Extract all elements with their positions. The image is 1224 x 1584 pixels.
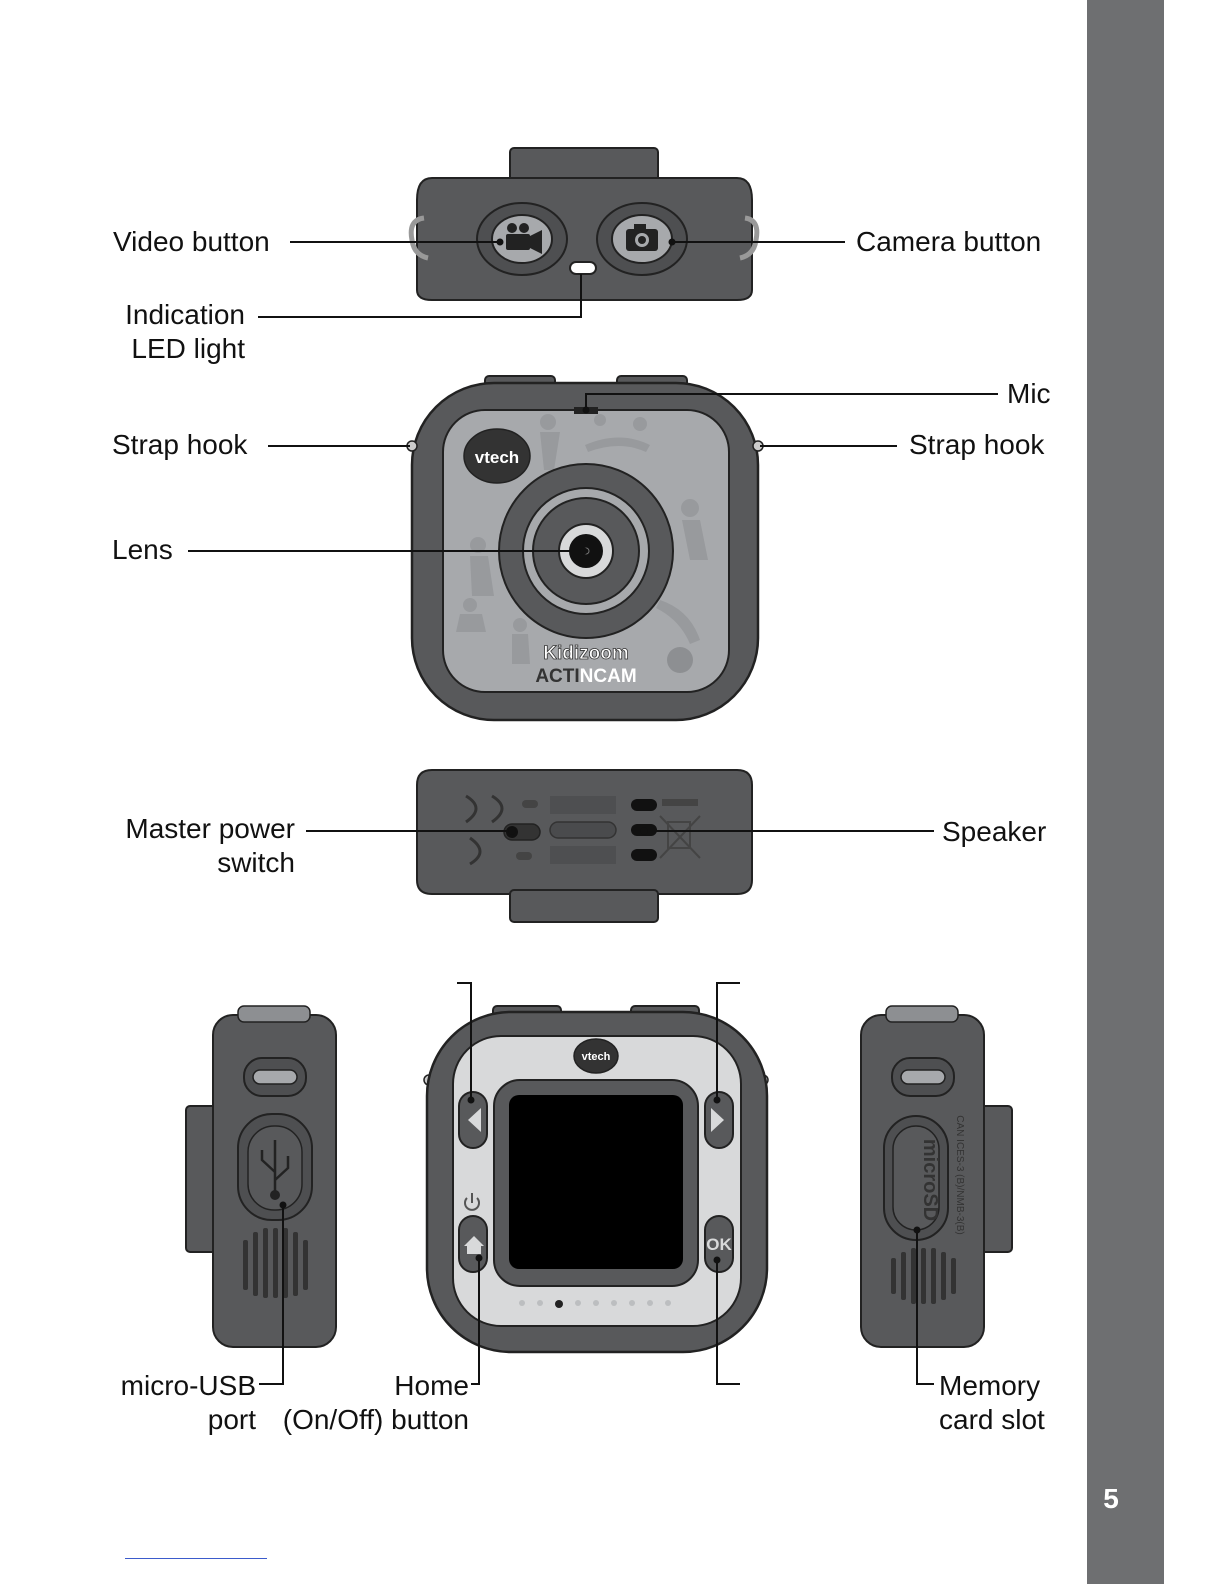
page-number: 5 [1087,1483,1135,1515]
page-sidebar-bar [1087,0,1164,1584]
microsd-label: microSD [919,1139,941,1221]
page-indicator-dots [519,1300,671,1306]
camera-right-side-view: microSD CAN ICES-3 (B)/NMB-3(B) [861,1006,1012,1347]
label-memory-2: card slot [939,1403,1045,1437]
vtech-logo-text: vtech [475,448,519,467]
label-home-1: Home [270,1369,469,1403]
label-video-button: Video button [113,225,270,259]
label-home-2: (On/Off) button [270,1403,469,1437]
camera-top-view [411,148,757,300]
label-speaker: Speaker [942,815,1046,849]
label-micro-usb-2: port [100,1403,256,1437]
ok-button-label: OK [706,1235,732,1254]
label-strap-hook-right: Strap hook [909,428,1044,462]
camera-left-side-view [186,1006,336,1347]
label-mic: Mic [1007,377,1051,411]
regulatory-marks [550,796,616,864]
label-micro-usb-1: micro-USB [100,1369,256,1403]
certification-text: CAN ICES-3 (B)/NMB-3(B) [954,1115,965,1234]
camera-bottom-view [417,770,752,922]
label-indication-led-2: LED light [100,332,245,366]
label-lens: Lens [112,533,173,567]
label-strap-hook-left: Strap hook [112,428,247,462]
actioncam-brand: ACTINCAM [535,666,636,687]
label-indication-led-1: Indication [100,298,245,332]
vtech-logo-back-text: vtech [582,1051,611,1063]
indication-led [570,262,596,274]
footer-rule [125,1558,267,1559]
label-camera-button: Camera button [856,225,1041,259]
kidizoom-brand: Kidizoom [543,643,629,664]
label-master-power-1: Master power [100,812,295,846]
label-memory-1: Memory [939,1369,1040,1403]
lcd-screen [509,1095,683,1269]
label-master-power-2: switch [100,846,295,880]
